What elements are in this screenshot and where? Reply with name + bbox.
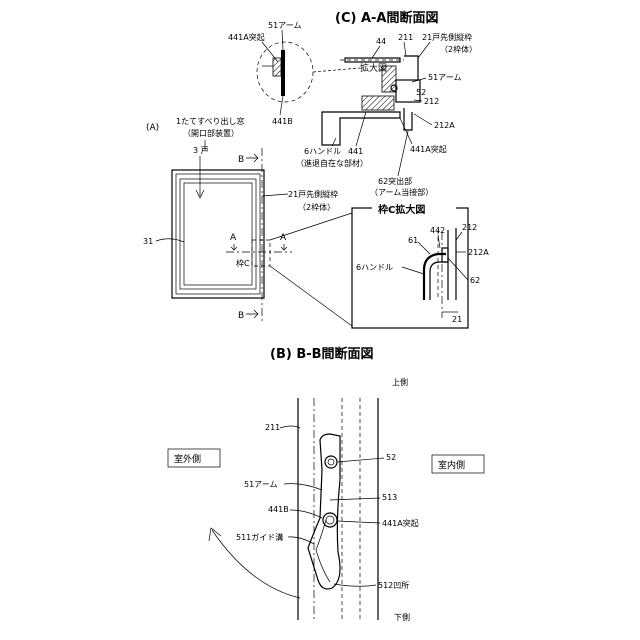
leader-441-c bbox=[356, 112, 366, 146]
door-label: 3 戸 bbox=[193, 146, 209, 155]
detail-212: 212 bbox=[462, 223, 477, 232]
label-441a-lower: 441A突起 bbox=[410, 144, 447, 154]
enlarge-leader bbox=[313, 68, 360, 72]
leader-arm-top bbox=[282, 30, 283, 50]
label-212a-c: 212A bbox=[434, 121, 455, 130]
frame-c-box bbox=[252, 240, 270, 266]
section-a-left: A bbox=[230, 233, 237, 243]
frame-c-label: 枠C bbox=[236, 258, 250, 268]
glass-pane bbox=[184, 183, 252, 285]
window-label-1: 1たてすべり出し窓 bbox=[176, 116, 245, 126]
label-441-c: 441 bbox=[348, 147, 363, 156]
section-b-top-arrow bbox=[246, 154, 258, 162]
window-outer-frame bbox=[172, 170, 264, 298]
panel-c: (C) A-A間断面図 441A突起 51アーム 441B 44 211 21戸… bbox=[228, 10, 477, 197]
label-enlarge: 拡大図 bbox=[360, 62, 387, 74]
leader-441a-b bbox=[337, 521, 380, 523]
section-a-right-arrow bbox=[281, 244, 287, 250]
label-512: 512凹所 bbox=[378, 580, 409, 590]
panel-c-title: (C) A-A間断面図 bbox=[335, 10, 438, 26]
pin-52-b-inner bbox=[328, 459, 334, 465]
indoor-label: 室内側 bbox=[438, 459, 465, 471]
pin-52-b bbox=[325, 456, 337, 468]
leader-62 bbox=[398, 131, 408, 176]
glass-label: 31 bbox=[143, 237, 153, 246]
section-b-bottom-arrow bbox=[246, 310, 258, 318]
projection-441a-b bbox=[323, 513, 337, 527]
label-arm-top: 51アーム bbox=[268, 21, 301, 30]
detail-leader-bottom bbox=[270, 266, 352, 326]
detail-title: 枠C拡大図 bbox=[378, 203, 425, 216]
label-handle-c-2: （進退自在な部材） bbox=[296, 158, 368, 168]
label-frame21-c-1: 21戸先側縦枠 bbox=[422, 32, 472, 42]
frame21-label-2: （2枠体） bbox=[298, 202, 335, 212]
window-label-2: （開口部装置） bbox=[183, 128, 239, 138]
detail-212a: 212A bbox=[468, 248, 489, 257]
label-44: 44 bbox=[376, 37, 386, 46]
label-52-b: 52 bbox=[386, 453, 396, 462]
detail-62: 62 bbox=[470, 276, 480, 285]
leader-212a-c bbox=[414, 114, 432, 125]
label-guide-groove: 511ガイド溝 bbox=[236, 532, 283, 542]
projection-441a-b-inner bbox=[326, 516, 334, 524]
detail-212-leader bbox=[456, 232, 462, 240]
label-handle-c-1: 6ハンドル bbox=[304, 147, 341, 156]
section-b-top: B bbox=[238, 155, 244, 165]
frame21-leader bbox=[262, 194, 288, 196]
label-441b-b: 441B bbox=[268, 505, 289, 514]
leader-arm-b bbox=[284, 484, 322, 490]
leader-52-b bbox=[337, 458, 384, 462]
detail-21: 21 bbox=[452, 315, 462, 324]
label-441b-c: 441B bbox=[272, 117, 293, 126]
label-513: 513 bbox=[382, 493, 397, 502]
detail-61-leader bbox=[418, 242, 430, 254]
label-212-c: 212 bbox=[424, 97, 439, 106]
label-arm-b: 51アーム bbox=[244, 480, 277, 489]
panel-b-title: (B) B-B間断面図 bbox=[270, 346, 374, 362]
detail-62-leader bbox=[448, 258, 468, 280]
label-52-c: 52 bbox=[416, 88, 426, 97]
guide-groove-511 bbox=[316, 520, 330, 582]
label-62-line2: （アーム当接部） bbox=[370, 187, 433, 197]
label-arm-right: 51アーム bbox=[428, 73, 461, 82]
detail-c: 枠C拡大図 442 212 61 212A 6ハンドル 62 21 bbox=[352, 202, 489, 328]
label-441a-b: 441A突起 bbox=[382, 518, 419, 528]
detail-leader-top bbox=[270, 213, 352, 240]
projection-62 bbox=[404, 108, 412, 130]
detail-handle-leader bbox=[402, 267, 424, 274]
upper-side: 上側 bbox=[392, 377, 408, 387]
detail-handle bbox=[424, 254, 446, 300]
outdoor-label: 室外側 bbox=[174, 453, 201, 465]
leader-frame21-c bbox=[418, 42, 430, 58]
leader-441b-c bbox=[280, 96, 283, 115]
panel-a-label: (A) bbox=[146, 123, 159, 133]
leader-441b-b bbox=[290, 510, 322, 518]
leader-211-c bbox=[404, 42, 406, 56]
label-211-b: 211 bbox=[265, 423, 280, 432]
label-62-line1: 62突出部 bbox=[378, 176, 412, 186]
frame21-label-1: 21戸先側縦枠 bbox=[288, 189, 338, 199]
leader-44 bbox=[372, 46, 380, 58]
label-frame21-c-2: （2枠体） bbox=[440, 44, 477, 54]
section-b-bottom: B bbox=[238, 311, 244, 321]
leader-513 bbox=[330, 498, 380, 500]
detail-handle-label: 6ハンドル bbox=[356, 263, 393, 272]
window-frame-3 bbox=[180, 179, 256, 289]
label-441a-top: 441A突起 bbox=[228, 32, 265, 42]
section-a-left-arrow bbox=[231, 244, 237, 250]
frame-211-profile bbox=[404, 56, 418, 80]
leader-212-c bbox=[414, 100, 422, 101]
detail-61: 61 bbox=[408, 236, 418, 245]
window-frame-2 bbox=[176, 174, 260, 294]
leader-211-b bbox=[280, 426, 300, 428]
lower-side: 下側 bbox=[394, 612, 410, 622]
label-211-c: 211 bbox=[398, 33, 413, 42]
section-hatch-1 bbox=[362, 96, 394, 110]
detail-442: 442 bbox=[430, 226, 445, 235]
arm-bar bbox=[281, 50, 285, 96]
leader-512 bbox=[334, 584, 376, 586]
panel-b: (B) B-B間断面図 上側 下側 211 52 51アーム 513 441B … bbox=[168, 346, 484, 622]
